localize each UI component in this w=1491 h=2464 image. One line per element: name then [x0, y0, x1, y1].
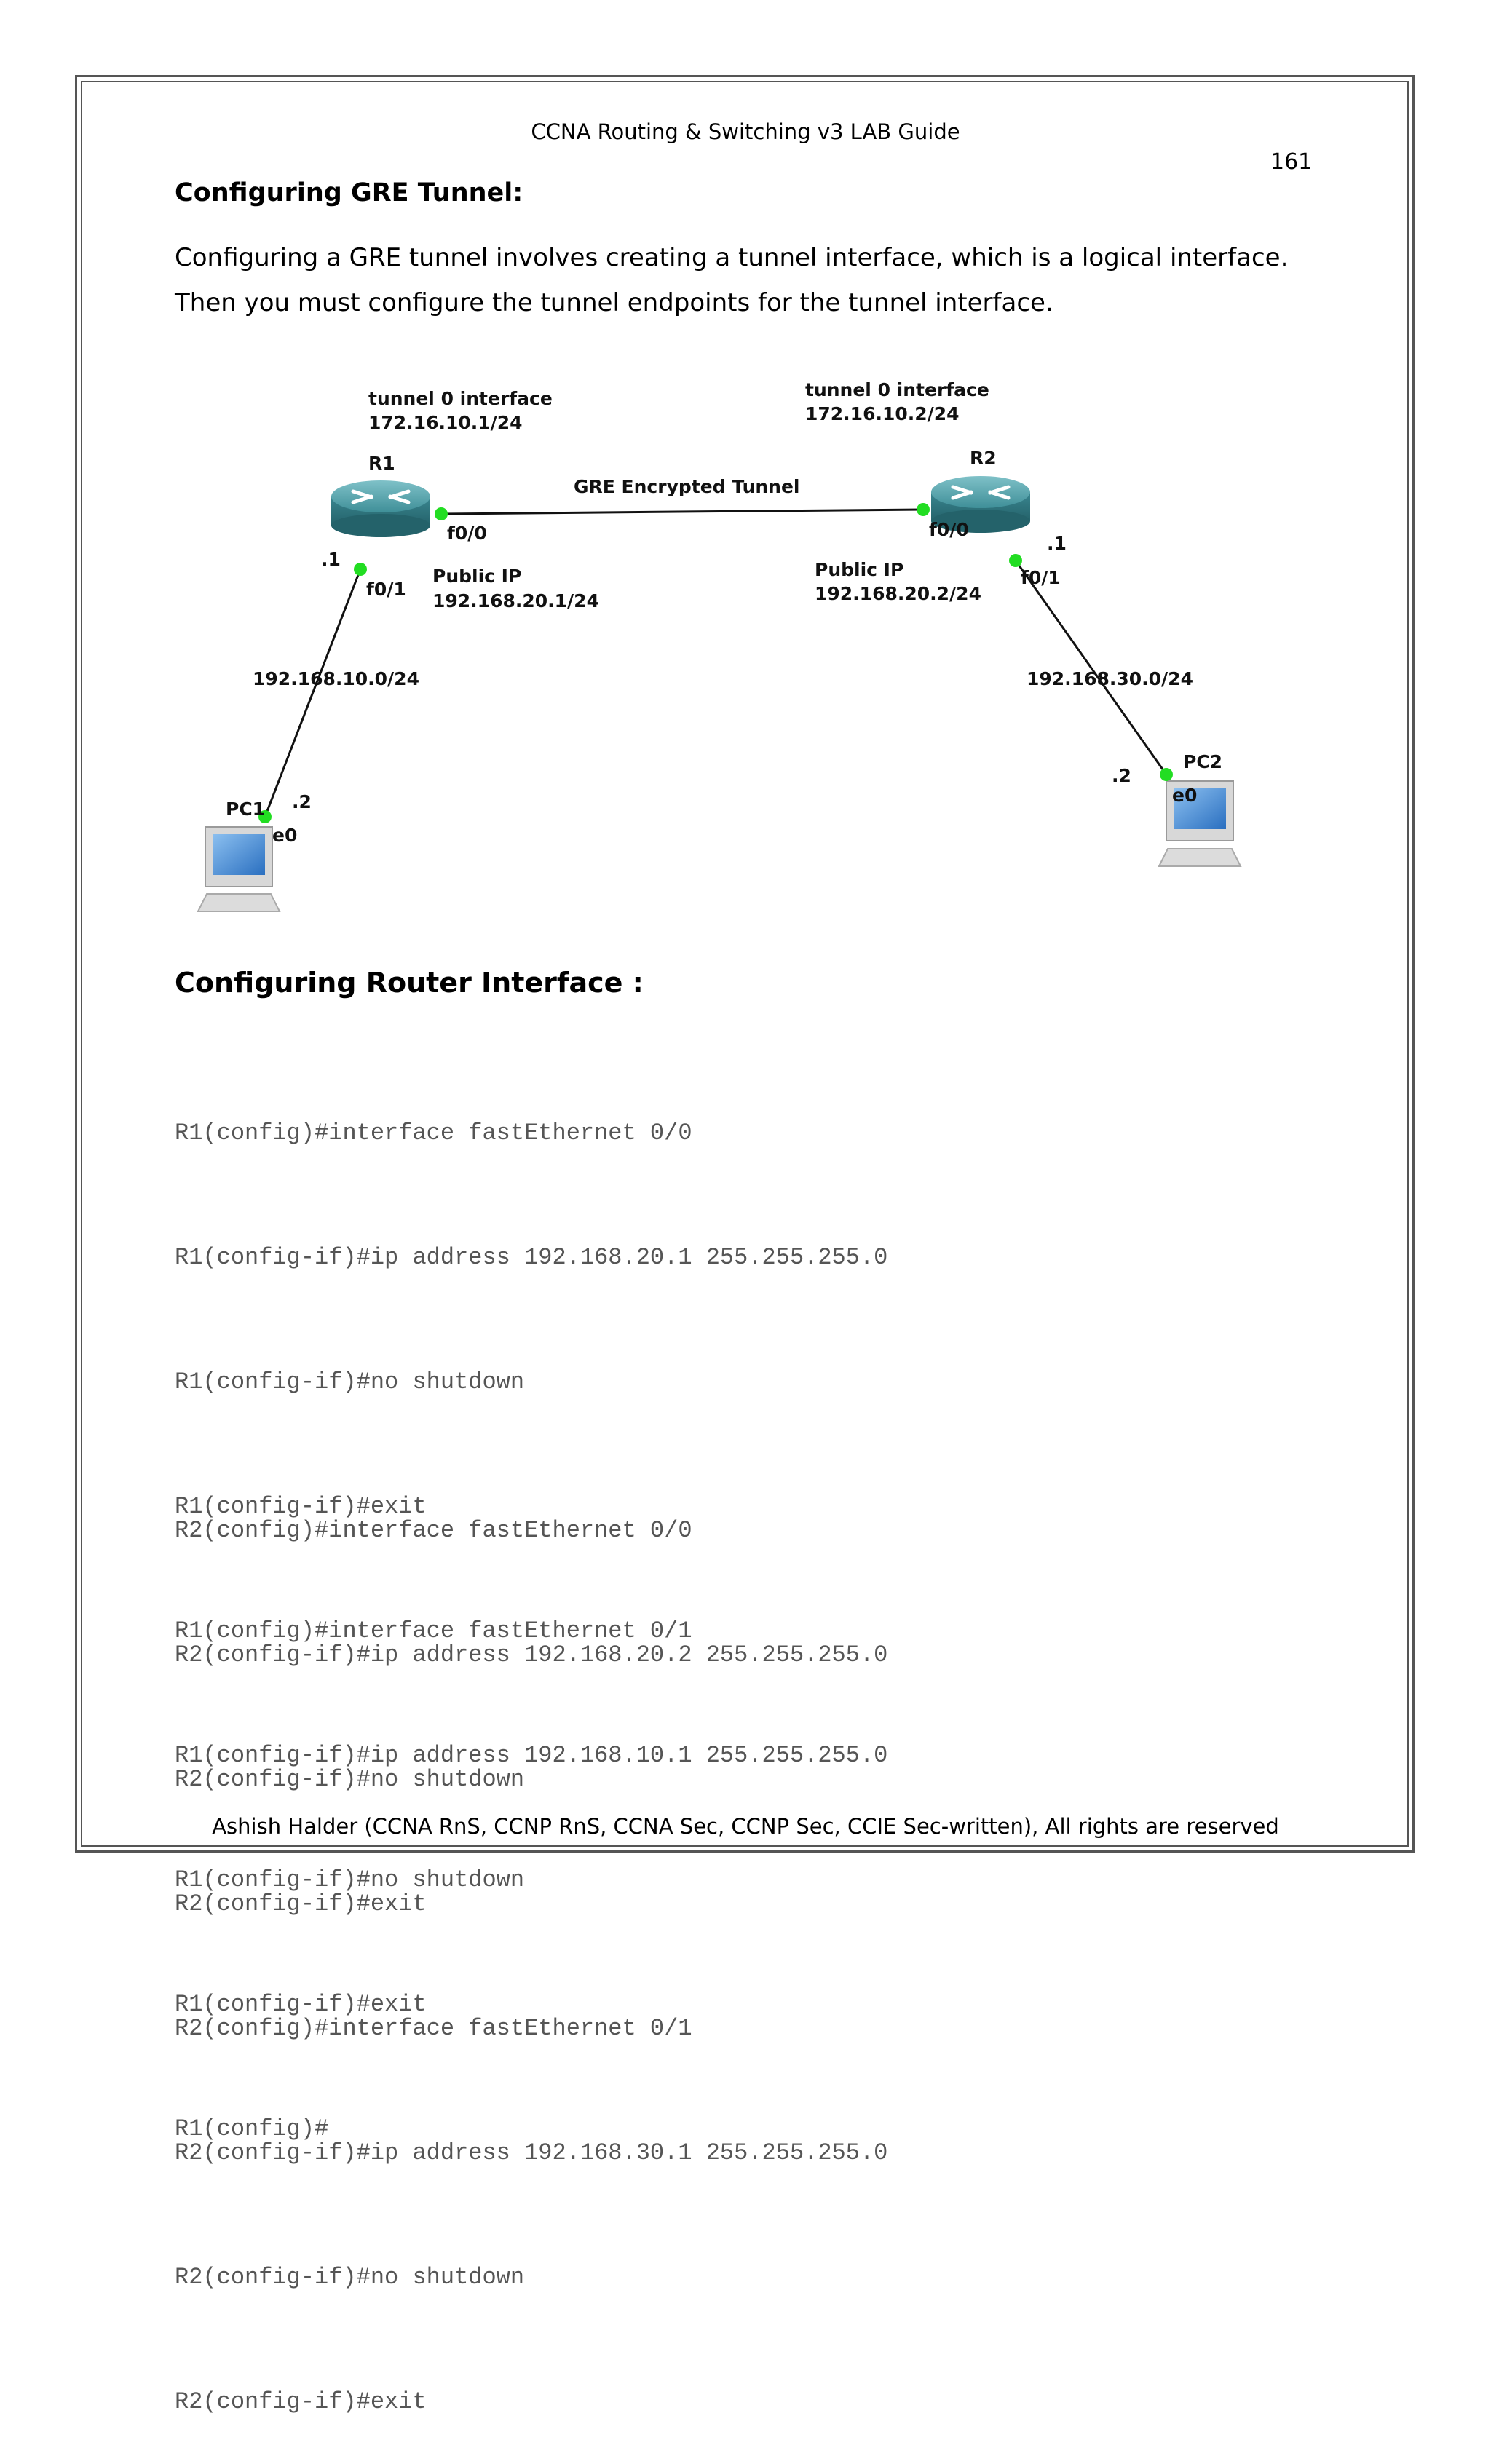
- r1-f01-port-dot: [354, 563, 367, 576]
- intro-line: Configuring a GRE tunnel involves creati…: [175, 243, 1289, 272]
- config-line: R2(config-if)#no shutdown: [175, 2264, 525, 2291]
- gre-tunnel-label: GRE Encrypted Tunnel: [574, 476, 800, 497]
- config-line: R1(config-if)#no shutdown: [175, 1866, 525, 1893]
- router-r2-icon: [931, 476, 1030, 533]
- r2-f01-port-dot: [1009, 554, 1022, 567]
- r2-public-ip: 192.168.20.2/24: [815, 583, 981, 604]
- pc1-dot-label: .2: [292, 791, 312, 812]
- router-r1-icon: [331, 480, 430, 537]
- r2-name-label: R2: [970, 448, 997, 469]
- r2-tunnel-ip: 172.16.10.2/24: [805, 403, 960, 424]
- page-border-outer: [75, 75, 1415, 1853]
- config-line: R2(config-if)#ip address 192.168.30.1 25…: [175, 2139, 888, 2166]
- r1-tunnel-ip: 172.16.10.1/24: [368, 412, 523, 433]
- r1-name-label: R1: [368, 453, 395, 474]
- pc1-computer-icon: [197, 826, 281, 912]
- r1-f01-label: f0/1: [366, 579, 406, 600]
- pc1-name-label: PC1: [226, 799, 265, 820]
- r1-f00-label: f0/0: [447, 523, 487, 544]
- pc2-e0-port-dot: [1160, 768, 1173, 781]
- config-line: R1(config-if)#ip address 192.168.10.1 25…: [175, 1742, 888, 1769]
- r1-public-ip-label: Public IP: [432, 566, 521, 587]
- r1-pc1-link: [264, 569, 362, 817]
- running-title: CCNA Routing & Switching v3 LAB Guide: [531, 119, 960, 144]
- config-line: R1(config-if)#ip address 192.168.20.1 25…: [175, 1244, 888, 1271]
- intro-paragraph: Configuring a GRE tunnel involves creati…: [175, 235, 1288, 325]
- page-border-inner: [81, 81, 1409, 1847]
- pc1-e0-port-dot: [258, 810, 272, 823]
- intro-line: Then you must configure the tunnel endpo…: [175, 288, 1053, 317]
- r2-tunnel-label: tunnel 0 interface: [805, 379, 989, 400]
- network-topology-diagram: tunnel 0 interface 172.16.10.1/24 tunnel…: [197, 379, 1242, 912]
- page-footer: Ashish Halder (CCNA RnS, CCNP RnS, CCNA …: [212, 1814, 1279, 1839]
- section-heading-router-interface: Configuring Router Interface :: [175, 967, 644, 999]
- config-line: R2(config)#interface fastEthernet 0/0: [175, 1517, 692, 1544]
- config-line: R1(config)#interface fastEthernet 0/1: [175, 1617, 692, 1644]
- gre-tunnel-link: [440, 508, 924, 515]
- config-line: R1(config)#interface fastEthernet 0/0: [175, 1120, 692, 1146]
- lan2-subnet-label: 192.168.30.0/24: [1027, 668, 1193, 689]
- pc2-computer-icon: [1158, 780, 1242, 867]
- r2-pc2-link: [1014, 560, 1168, 775]
- section-heading-gre-tunnel: Configuring GRE Tunnel:: [175, 178, 523, 207]
- r2-dot1-label: .1: [1047, 533, 1067, 554]
- config-line: R2(config-if)#exit: [175, 1890, 427, 1917]
- pc1-port-label: e0: [272, 825, 297, 846]
- config-line: R2(config-if)#ip address 192.168.20.2 25…: [175, 1641, 888, 1668]
- page-number: 161: [1270, 149, 1313, 175]
- r2-f00-port-dot: [917, 503, 930, 516]
- r1-f00-port-dot: [435, 507, 448, 520]
- config-line: R1(config-if)#no shutdown: [175, 1368, 525, 1395]
- r1-dot1-label: .1: [321, 549, 341, 570]
- config-line: R2(config-if)#no shutdown: [175, 1766, 525, 1793]
- pc2-dot-label: .2: [1112, 765, 1131, 786]
- r2-public-ip-label: Public IP: [815, 559, 903, 580]
- r1-public-ip: 192.168.20.1/24: [432, 590, 599, 611]
- r2-config-block: R2(config)#interface fastEthernet 0/0 R2…: [175, 1427, 887, 2464]
- r2-f01-label: f0/1: [1021, 567, 1061, 588]
- config-line: R2(config-if)#exit: [175, 2388, 427, 2415]
- r1-tunnel-label: tunnel 0 interface: [368, 388, 553, 409]
- pc2-name-label: PC2: [1183, 751, 1222, 772]
- r2-f00-label: f0/0: [929, 519, 969, 540]
- config-line: R1(config-if)#exit: [175, 1493, 427, 1520]
- pc2-port-label: e0: [1172, 785, 1197, 806]
- lan1-subnet-label: 192.168.10.0/24: [253, 668, 419, 689]
- config-line: R2(config)#interface fastEthernet 0/1: [175, 2015, 692, 2042]
